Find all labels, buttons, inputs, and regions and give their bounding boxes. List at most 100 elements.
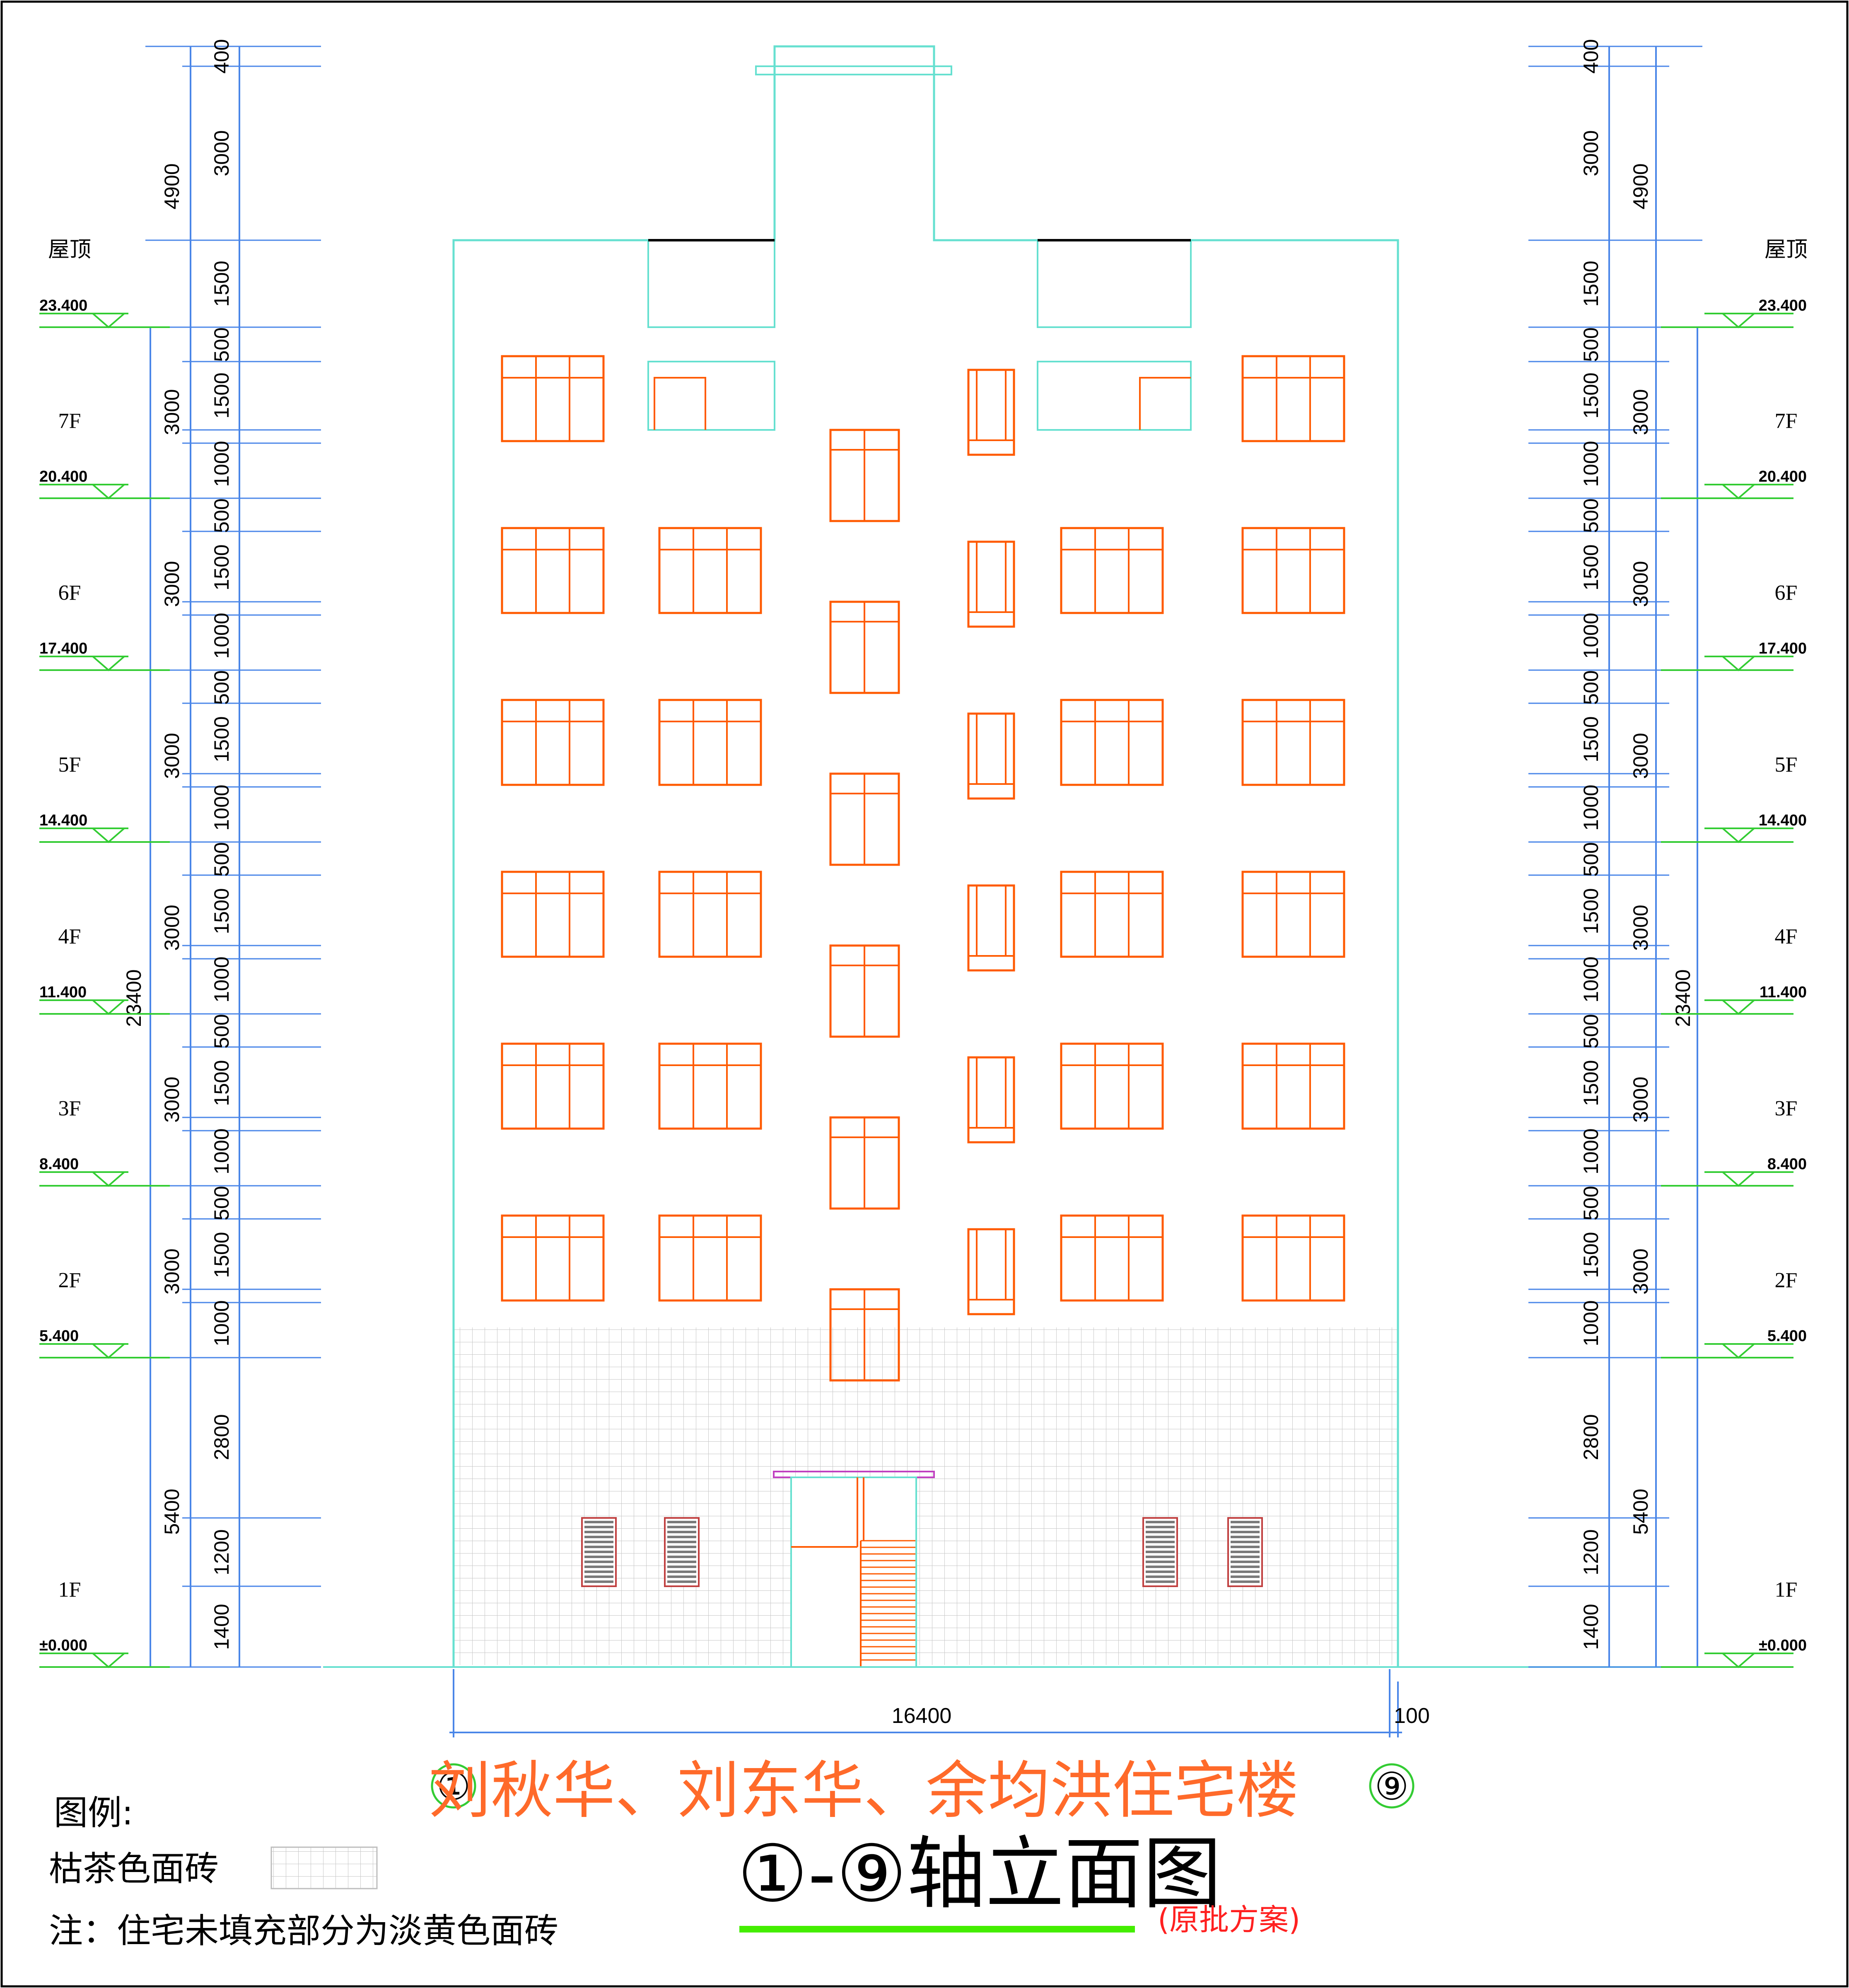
dimension-label-fine: 1500 bbox=[1579, 261, 1603, 306]
window-7f-d bbox=[1241, 355, 1345, 442]
level-label: 1F bbox=[58, 1578, 81, 1602]
window-2f-b bbox=[658, 1214, 762, 1302]
stair-window-2 bbox=[829, 601, 900, 694]
stair-window-6 bbox=[829, 1288, 900, 1382]
legend-note: 注：住宅未填充部分为淡黄色面砖 bbox=[49, 1911, 558, 1951]
dimension-label-fine: 400 bbox=[1579, 39, 1603, 73]
level-label: 屋顶 bbox=[48, 238, 91, 262]
dimension-label-fine: 1200 bbox=[1579, 1529, 1603, 1575]
dimension-label-floor: 3000 bbox=[1629, 1248, 1652, 1294]
dimension-label-fine: 1000 bbox=[1579, 1300, 1603, 1346]
level-markers-left: 23.400屋顶20.4007F17.4006F14.4005F11.4004F… bbox=[39, 238, 170, 1668]
dimension-label-fine: 1500 bbox=[210, 1232, 233, 1278]
dimension-label-fine: 1200 bbox=[210, 1529, 233, 1575]
dimension-label-fine: 3000 bbox=[210, 130, 233, 176]
louver-vent-3 bbox=[1142, 1517, 1178, 1587]
level-elevation: 11.400 bbox=[39, 984, 87, 1001]
window-3f-c bbox=[1060, 1042, 1164, 1130]
level-label: 5F bbox=[1775, 753, 1798, 777]
dimension-label-fine: 1000 bbox=[210, 956, 233, 1002]
dimension-label-fine: 500 bbox=[210, 1186, 233, 1220]
legend-item-label: 枯茶色面砖 bbox=[49, 1849, 219, 1889]
window-5f-a bbox=[501, 699, 605, 786]
narrow-window-2f bbox=[967, 1228, 1015, 1315]
dimension-label-fine: 1400 bbox=[210, 1604, 233, 1650]
dimension-label-total-part: 4900 bbox=[1629, 163, 1652, 209]
dimension-label-fine: 1500 bbox=[210, 888, 233, 934]
ground-vents bbox=[581, 1517, 1263, 1587]
stair-window-3 bbox=[829, 772, 900, 866]
louver-vent-1 bbox=[581, 1517, 617, 1587]
level-label: 2F bbox=[58, 1269, 81, 1292]
entrance bbox=[773, 1471, 935, 1668]
window-3f-b bbox=[658, 1042, 762, 1130]
dimension-label-floor: 3000 bbox=[1629, 561, 1652, 607]
dimension-label-fine: 1500 bbox=[1579, 544, 1603, 590]
dimension-label-total-part: 4900 bbox=[160, 163, 183, 209]
level-marker: 5.400 2F bbox=[39, 1269, 170, 1359]
dimension-label-fine: 1500 bbox=[210, 372, 233, 418]
dimension-label-fine: 1000 bbox=[1579, 956, 1603, 1002]
level-elevation: 5.400 bbox=[39, 1327, 79, 1345]
dimension-label-floor: 3000 bbox=[160, 389, 183, 435]
dimension-label-fine: 1000 bbox=[210, 441, 233, 487]
dimension-label-fine: 500 bbox=[210, 327, 233, 362]
dimension-label-fine: 1500 bbox=[1579, 716, 1603, 762]
dimension-label-fine: 1000 bbox=[1579, 441, 1603, 487]
axis-label-9: ⑨ bbox=[1375, 1766, 1409, 1808]
narrow-window-5f bbox=[967, 712, 1015, 800]
window-2f-d bbox=[1241, 1214, 1345, 1302]
legend: 图例: 枯茶色面砖 注：住宅未填充部分为淡黄色面砖 bbox=[49, 1793, 558, 1951]
narrow-window-6f bbox=[967, 540, 1015, 628]
dimension-label-fine: 500 bbox=[210, 670, 233, 704]
dimension-label-fine: 500 bbox=[1579, 327, 1603, 362]
louver-vent-2 bbox=[664, 1517, 700, 1587]
brick-tile-area bbox=[454, 1327, 1398, 1665]
stair-window-4 bbox=[829, 944, 900, 1038]
dimension-label-total-part: 5400 bbox=[1629, 1489, 1652, 1534]
level-marker: 11.400 4F bbox=[39, 925, 170, 1015]
dimension-label-fine: 1500 bbox=[1579, 888, 1603, 934]
roof-terrace-left bbox=[647, 239, 775, 328]
dimension-label-fine: 1500 bbox=[210, 261, 233, 306]
dimension-label-floor: 3000 bbox=[1629, 1076, 1652, 1122]
level-elevation: ±0.000 bbox=[1759, 1637, 1807, 1654]
building-outline bbox=[452, 45, 1399, 1667]
dimension-label-fine: 500 bbox=[210, 842, 233, 876]
dimension-label-floor: 3000 bbox=[1629, 905, 1652, 951]
dimension-label-floor: 3000 bbox=[160, 561, 183, 607]
level-elevation: 8.400 bbox=[39, 1156, 79, 1173]
window-3f-a bbox=[501, 1042, 605, 1130]
dimension-label-fine: 500 bbox=[1579, 498, 1603, 533]
axis-marker-1: ① bbox=[431, 1763, 476, 1809]
balcony-door-7f-left bbox=[654, 377, 706, 430]
dimension-label-floor: 3000 bbox=[1629, 733, 1652, 779]
window-4f-c bbox=[1060, 871, 1164, 958]
dimension-label-total-height: 23400 bbox=[122, 969, 145, 1027]
level-elevation: 17.400 bbox=[39, 640, 87, 657]
dimension-label-floor: 3000 bbox=[160, 1076, 183, 1122]
window-4f-d bbox=[1241, 871, 1345, 958]
dimension-label-fine: 1000 bbox=[210, 613, 233, 659]
dimension-label-fine: 1400 bbox=[1579, 1604, 1603, 1650]
window-5f-d bbox=[1241, 699, 1345, 786]
window-2f-a bbox=[501, 1214, 605, 1302]
dimension-label-fine: 400 bbox=[210, 39, 233, 73]
entrance-doorway bbox=[790, 1477, 917, 1668]
level-label: 4F bbox=[58, 925, 81, 948]
level-elevation: 23.400 bbox=[1759, 297, 1807, 314]
level-label: 5F bbox=[58, 753, 81, 777]
level-label: 7F bbox=[1775, 409, 1798, 433]
dimension-label-total-height: 23400 bbox=[1671, 969, 1695, 1027]
level-label: 4F bbox=[1775, 925, 1798, 948]
dimension-label-fine: 3000 bbox=[1579, 130, 1603, 176]
